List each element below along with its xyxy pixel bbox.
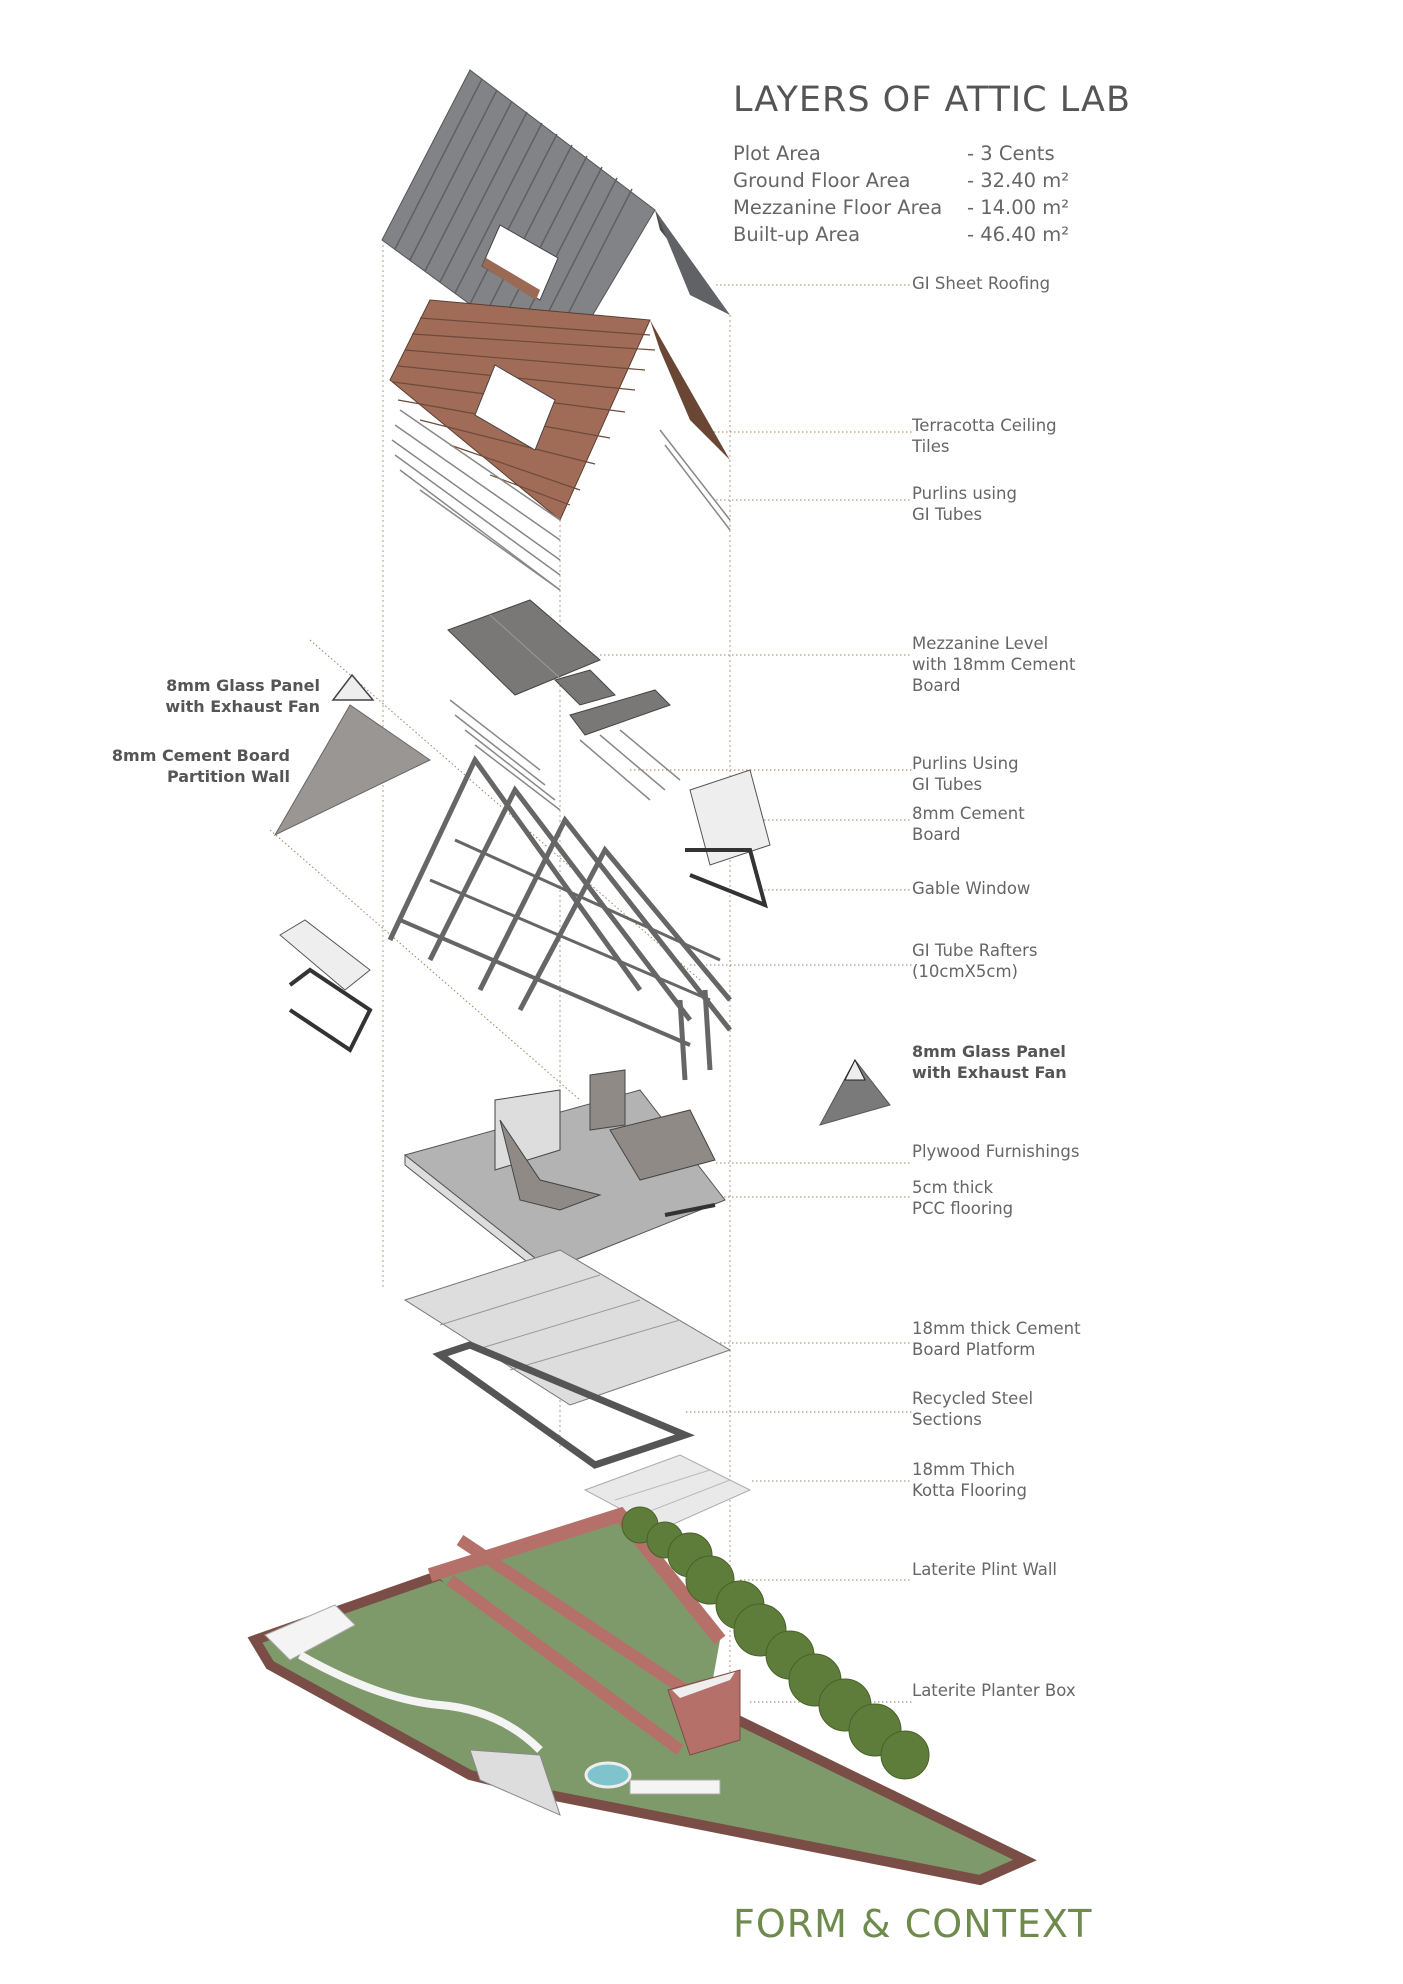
label-rafters: GI Tube Rafters (10cmX5cm) bbox=[912, 940, 1038, 982]
label-line: Recycled Steel bbox=[912, 1389, 1034, 1408]
stat-row-plot-area: Plot Area - 3 Cents bbox=[733, 140, 1073, 167]
label-gi-sheet-roofing: GI Sheet Roofing bbox=[912, 273, 1050, 294]
label-line: (10cmX5cm) bbox=[912, 962, 1018, 981]
label-line: Mezzanine Level bbox=[912, 634, 1049, 653]
stat-row-mezzanine: Mezzanine Floor Area - 14.00 m² bbox=[733, 194, 1073, 221]
label-line: Terracotta Ceiling bbox=[912, 416, 1057, 435]
label-plint-wall: Laterite Plint Wall bbox=[912, 1559, 1057, 1580]
area-summary: Plot Area - 3 Cents Ground Floor Area - 32… bbox=[733, 140, 1073, 248]
label-line: GI Tubes bbox=[912, 775, 983, 794]
stat-value: - 3 Cents bbox=[967, 142, 1055, 165]
stat-value: - 32.40 m² bbox=[967, 169, 1070, 192]
label-line: 18mm thick Cement bbox=[912, 1319, 1081, 1338]
stat-value: - 14.00 m² bbox=[967, 196, 1070, 219]
label-line: 8mm Glass Panel bbox=[166, 676, 320, 695]
label-line: Sections bbox=[912, 1410, 982, 1429]
label-planter: Laterite Planter Box bbox=[912, 1680, 1076, 1701]
gable-window-left bbox=[279, 919, 373, 1053]
label-line: 8mm Cement bbox=[912, 804, 1025, 823]
page-title: LAYERS OF ATTIC LAB bbox=[733, 80, 1132, 120]
label-line: GI Sheet Roofing bbox=[912, 274, 1051, 293]
cement-board-platform bbox=[403, 1249, 732, 1406]
label-glass-panel-left: 8mm Glass Panel with Exhaust Fan bbox=[165, 675, 320, 717]
label-line: Kotta Flooring bbox=[912, 1481, 1027, 1500]
leader-lines bbox=[269, 284, 912, 1703]
plywood-furnishings bbox=[494, 1069, 716, 1217]
label-line: Tiles bbox=[912, 437, 950, 456]
label-line: 18mm Thich bbox=[912, 1460, 1016, 1479]
label-line: with Exhaust Fan bbox=[912, 1063, 1067, 1082]
mezzanine-level bbox=[447, 599, 671, 736]
stat-row-ground-floor: Ground Floor Area - 32.40 m² bbox=[733, 167, 1073, 194]
label-line: with 18mm Cement bbox=[912, 655, 1076, 674]
gi-tube-rafters bbox=[387, 755, 732, 1081]
label-line: Board Platform bbox=[912, 1340, 1036, 1359]
purlins-layer-1 bbox=[391, 409, 731, 591]
stat-label: Ground Floor Area bbox=[733, 169, 911, 192]
footer-title: FORM & CONTEXT bbox=[733, 1902, 1093, 1946]
stat-label: Mezzanine Floor Area bbox=[733, 196, 943, 219]
recycled-steel-frame bbox=[432, 1341, 695, 1469]
label-line: Laterite Plint Wall bbox=[912, 1560, 1057, 1579]
glass-panel-right bbox=[818, 1058, 891, 1126]
label-glass-panel-right: 8mm Glass Panel with Exhaust Fan bbox=[912, 1041, 1067, 1083]
partition-wall-left bbox=[273, 673, 431, 837]
label-purlins-gi-2: Purlins Using GI Tubes bbox=[912, 753, 1019, 795]
stat-value: - 46.40 m² bbox=[967, 223, 1070, 246]
label-gable-window: Gable Window bbox=[912, 878, 1030, 899]
label-line: 5cm thick bbox=[912, 1178, 994, 1197]
label-line: GI Tube Rafters bbox=[912, 941, 1038, 960]
stat-row-built-up: Built-up Area - 46.40 m² bbox=[733, 221, 1073, 248]
purlins-layer-2 bbox=[449, 699, 681, 811]
planter-shrubs bbox=[621, 1506, 930, 1780]
gable-window-right bbox=[685, 769, 771, 909]
label-line: Gable Window bbox=[912, 879, 1031, 898]
label-line: GI Tubes bbox=[912, 505, 983, 524]
terracotta-ceiling bbox=[389, 299, 730, 521]
label-line: 8mm Cement Board bbox=[111, 746, 290, 765]
label-line: PCC flooring bbox=[912, 1199, 1014, 1218]
label-purlins-gi-1: Purlins using GI Tubes bbox=[912, 483, 1017, 525]
label-line: Board bbox=[912, 825, 961, 844]
site-base bbox=[247, 1506, 1037, 1886]
label-line: 8mm Glass Panel bbox=[912, 1042, 1066, 1061]
label-line: Laterite Planter Box bbox=[912, 1681, 1076, 1700]
label-line: Board bbox=[912, 676, 961, 695]
stat-label: Built-up Area bbox=[733, 223, 861, 246]
label-line: Purlins using bbox=[912, 484, 1017, 503]
stat-label: Plot Area bbox=[733, 142, 821, 165]
label-line: Plywood Furnishings bbox=[912, 1142, 1080, 1161]
label-plywood: Plywood Furnishings bbox=[912, 1141, 1079, 1162]
label-line: Purlins Using bbox=[912, 754, 1019, 773]
label-line: Partition Wall bbox=[166, 767, 290, 786]
label-line: with Exhaust Fan bbox=[165, 697, 320, 716]
